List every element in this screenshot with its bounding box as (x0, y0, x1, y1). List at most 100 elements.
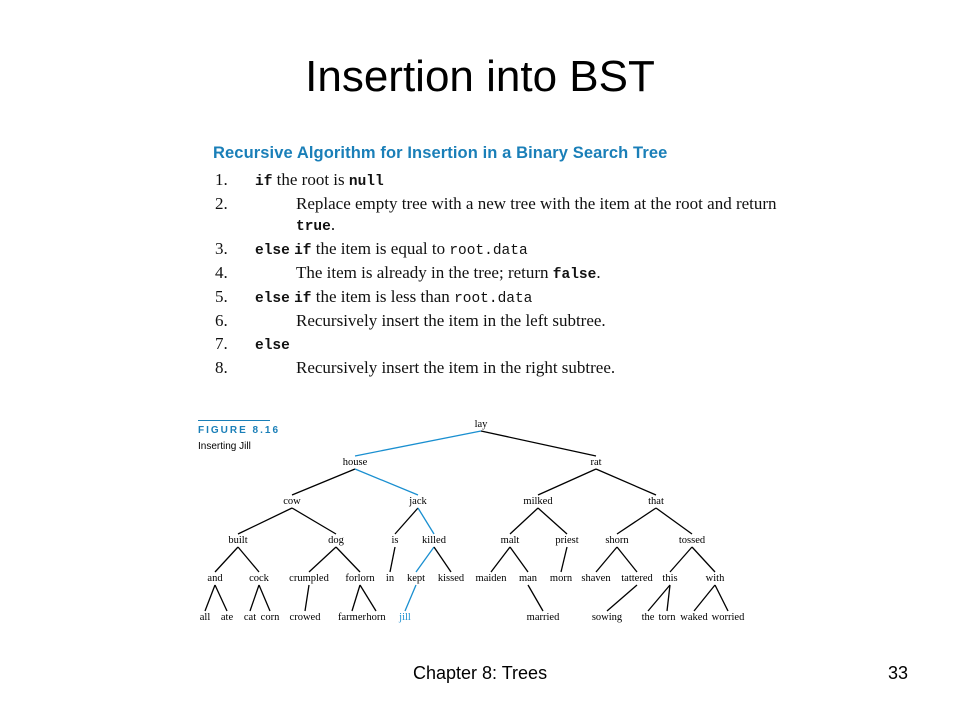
tree-node-dog: dog (328, 535, 345, 546)
tree-node-worried: worried (712, 612, 745, 623)
tree-node-this: this (662, 573, 677, 584)
tree-edge (335, 546, 361, 573)
tree-node-cow: cow (283, 496, 301, 507)
tree-edge (204, 584, 216, 612)
code-token: root.data (454, 291, 533, 307)
tree-node-shorn: shorn (605, 535, 629, 546)
tree-edge (415, 546, 435, 573)
tree-node-crumpled: crumpled (289, 573, 329, 584)
tree-node-cat: cat (244, 612, 256, 623)
tree-edge (509, 546, 529, 573)
tree-edge (394, 507, 419, 535)
algorithm-step: 4.The item is already in the tree; retur… (213, 262, 793, 286)
step-text: else (213, 333, 793, 357)
algorithm-heading: Recursive Algorithm for Insertion in a B… (213, 144, 668, 162)
tree-node-forlorn: forlorn (345, 573, 375, 584)
algorithm-box: Recursive Algorithm for Insertion in a B… (213, 144, 793, 380)
figure-label: FIGURE 8.16 (198, 425, 281, 436)
tree-edge (714, 584, 729, 612)
step-number: 1. (215, 170, 228, 189)
tree-edges (204, 430, 729, 612)
page-number: 33 (888, 663, 909, 683)
tree-edge (354, 468, 419, 496)
step-text: if the root is null (255, 170, 384, 190)
tree-node-corn: corn (261, 612, 280, 623)
tree-edge (404, 584, 417, 612)
step-text: Recursively insert the item in the right… (296, 358, 616, 377)
step-number: 8. (215, 358, 228, 377)
tree-node-malt: malt (501, 535, 520, 546)
tree-node-lay: lay (475, 419, 489, 430)
tree-edge (389, 546, 396, 573)
tree-node-crowed: crowed (290, 612, 322, 623)
tree-node-man: man (519, 573, 538, 584)
step-number: 6. (215, 311, 228, 330)
tree-node-tossed: tossed (679, 535, 706, 546)
tree-edge (647, 584, 671, 612)
tree-edge (354, 430, 482, 457)
tree-edge (304, 584, 310, 612)
slide-title: Insertion into BST (305, 52, 655, 101)
keyword: if (294, 243, 312, 259)
tree-node-killed: killed (422, 535, 447, 546)
algorithm-step: 8. Recursively insert the item in the rig… (213, 357, 793, 380)
tree-node-is: is (391, 535, 398, 546)
tree-node-maiden: maiden (476, 573, 508, 584)
tree-edge (669, 546, 693, 573)
keyword: true (296, 219, 331, 235)
tree-edge (509, 507, 539, 535)
tree-node-the: the (642, 612, 655, 623)
tree-edge (595, 468, 657, 496)
tree-edge (616, 546, 638, 573)
tree-edge (490, 546, 511, 573)
step-number: 4. (215, 263, 228, 282)
tree-node-rat: rat (590, 457, 601, 468)
figure-rule (198, 420, 270, 421)
algorithm-step: 1. if the root is null (213, 169, 793, 193)
step-number: 5. (215, 287, 228, 306)
tree-edge (666, 584, 671, 612)
tree-node-that: that (648, 496, 664, 507)
keyword: else (255, 338, 290, 354)
tree-edge (237, 507, 293, 535)
tree-node-ate: ate (221, 612, 234, 623)
tree-node-with: with (706, 573, 725, 584)
figure-caption: Inserting Jill (198, 441, 251, 452)
step-number: 7. (215, 334, 228, 353)
tree-node-tattered: tattered (621, 573, 653, 584)
keyword: false (552, 267, 597, 283)
step-number: 3. (215, 239, 228, 258)
tree-node-torn: torn (659, 612, 677, 623)
tree-edge (693, 584, 716, 612)
step-text: else if the item is less than root.data (255, 287, 533, 307)
tree-edge (537, 507, 568, 535)
keyword: else (255, 243, 290, 259)
tree-edge (616, 507, 657, 535)
tree-node-shaven: shaven (581, 573, 611, 584)
tree-node-priest: priest (555, 535, 578, 546)
tree-edge (417, 507, 435, 535)
tree-node-horn: horn (366, 612, 386, 623)
step-text: Replace empty tree with a new tree with … (296, 194, 777, 235)
tree-edge (351, 584, 361, 612)
tree-edge (560, 546, 568, 573)
tree-edge (237, 546, 260, 573)
step-number: 2. (215, 194, 228, 213)
tree-node-waked: waked (680, 612, 708, 623)
tree-edge (214, 546, 239, 573)
tree-node-farmer: farmer (338, 612, 366, 623)
tree-edge (359, 584, 377, 612)
tree-edge (691, 546, 716, 573)
keyword: if (255, 174, 273, 190)
tree-node-kissed: kissed (438, 573, 465, 584)
tree-node-in: in (386, 573, 395, 584)
tree-node-jill: jill (398, 612, 411, 623)
tree-node-sowing: sowing (592, 612, 623, 623)
tree-node-built: built (228, 535, 247, 546)
tree-edge (308, 546, 337, 573)
tree-node-jack: jack (408, 496, 427, 507)
step-text: Recursively insert the item in the left … (296, 311, 606, 330)
footer-chapter: Chapter 8: Trees (413, 663, 548, 683)
tree-edge (433, 546, 452, 573)
